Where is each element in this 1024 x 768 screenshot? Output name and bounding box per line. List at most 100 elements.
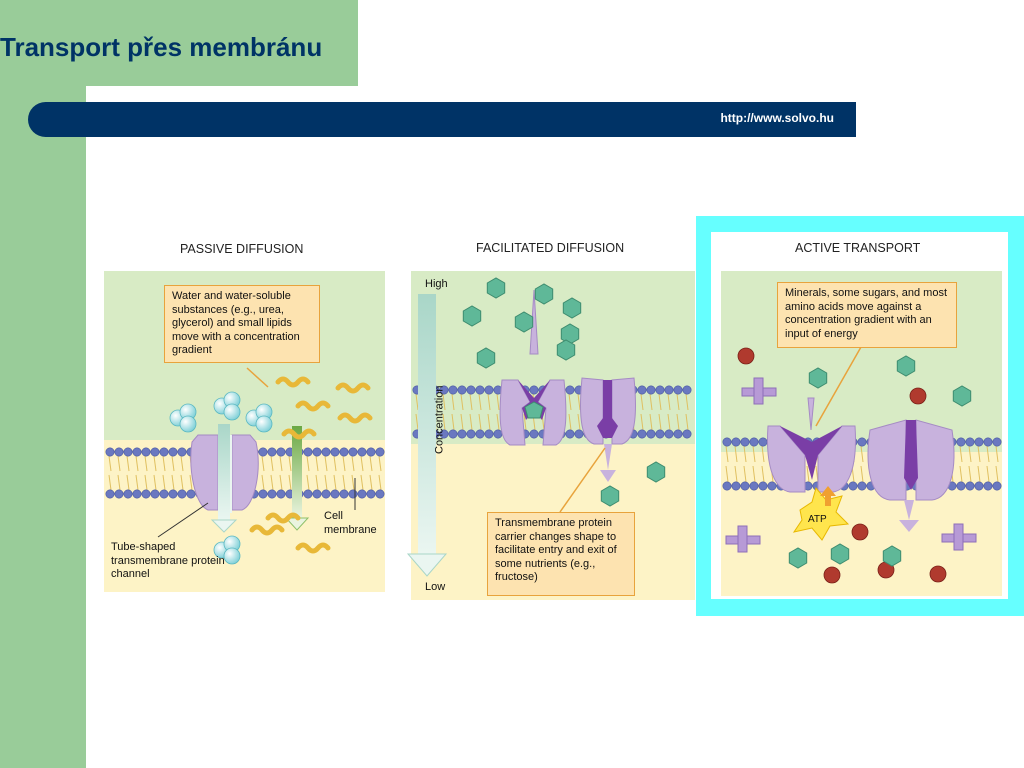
lipid-tail — [469, 413, 473, 431]
phospholipid-head — [484, 385, 494, 395]
nutrient-molecule — [600, 485, 620, 507]
lipid-molecule — [335, 382, 371, 394]
phospholipid-head — [664, 385, 674, 395]
nutrient-molecule — [562, 297, 582, 319]
lipid-tail — [270, 474, 274, 491]
phospholipid-head — [646, 385, 656, 395]
lipid-tail — [360, 455, 364, 472]
title-block: Transport přes membránu — [0, 0, 358, 86]
lipid-tail — [279, 474, 283, 491]
phospholipid-head — [448, 385, 458, 395]
phospholipid-head — [637, 429, 647, 439]
phospholipid-head — [276, 447, 286, 457]
sugar-molecule — [896, 355, 916, 377]
phospholipid-head — [267, 489, 277, 499]
lipid-tail — [108, 474, 112, 491]
lipid-tail — [117, 455, 121, 472]
phospholipid-head — [857, 437, 867, 447]
lipid-pointer — [246, 367, 269, 388]
phospholipid-head — [357, 489, 367, 499]
phospholipid-head — [974, 481, 984, 491]
lipid-tail — [144, 455, 148, 472]
lipid-tail — [135, 455, 139, 472]
lipid-tail — [761, 465, 765, 483]
phospholipid-head — [493, 429, 503, 439]
lipid-molecule — [281, 428, 317, 440]
amino-acid-molecules — [725, 377, 977, 553]
sugar-molecule — [808, 367, 828, 389]
phospholipid-head — [974, 437, 984, 447]
phospholipid-head — [565, 385, 575, 395]
lipid-tail — [995, 445, 999, 463]
lipid-tail — [487, 393, 491, 411]
lipid-tail — [640, 413, 644, 431]
nutrient-molecule — [514, 311, 534, 333]
lipid-tail — [442, 413, 446, 431]
lipid-tail — [995, 465, 999, 483]
phospholipid-head — [664, 429, 674, 439]
phospholipid-head — [258, 489, 268, 499]
lipid-tail — [279, 455, 283, 472]
lipid-tail — [667, 393, 671, 411]
carrier-open-top — [499, 289, 567, 446]
lipid-tail — [162, 455, 166, 472]
low-label: Low — [425, 581, 446, 593]
phospholipid-head — [150, 489, 160, 499]
phospholipid-head — [339, 447, 349, 457]
lipid-tail — [460, 413, 464, 431]
amino-stem — [753, 377, 764, 405]
lipid-tail — [523, 413, 527, 431]
concentration-axis-label: Concentration — [433, 385, 446, 455]
phospholipid-head — [366, 489, 376, 499]
water-molecules — [169, 391, 273, 565]
active-pump-left — [767, 397, 856, 493]
phospholipid-head — [303, 489, 313, 499]
phospholipid-head — [267, 447, 277, 457]
phospholipid-head — [749, 481, 759, 491]
carrier-open-bottom — [580, 377, 636, 482]
mineral-ion — [851, 523, 869, 541]
lipid-tail — [144, 474, 148, 491]
lipid-tail — [135, 474, 139, 491]
lipid-tail — [496, 413, 500, 431]
active-pump-right — [867, 419, 955, 532]
sugar-molecule — [830, 543, 850, 565]
lipid-tail — [685, 413, 689, 431]
lipid-tail — [324, 455, 328, 472]
lipid-tail — [117, 474, 121, 491]
phospholipid-head — [722, 437, 732, 447]
mineral-ion — [737, 347, 755, 365]
lipid-molecule — [265, 512, 301, 524]
lipid-tail — [649, 413, 653, 431]
phospholipid-head — [357, 447, 367, 457]
phospholipid-head — [758, 481, 768, 491]
water-molecule — [213, 391, 241, 421]
header-bar: http://www.solvo.hu — [28, 102, 856, 137]
lipid-tail — [415, 413, 419, 431]
lipid-tail — [577, 393, 581, 411]
lipid-tail — [306, 455, 310, 472]
phospholipid-head — [731, 437, 741, 447]
phospholipid-head — [375, 447, 385, 457]
phospholipid-head — [168, 489, 178, 499]
lipid-tail — [968, 445, 972, 463]
phospholipid-head — [123, 447, 133, 457]
phospholipid-head — [565, 429, 575, 439]
phospholipid-head — [114, 489, 124, 499]
phospholipid-head — [330, 489, 340, 499]
phospholipid-head — [114, 447, 124, 457]
phospholipid-head — [339, 489, 349, 499]
lipid-tail — [333, 455, 337, 472]
lipid-tail — [676, 393, 680, 411]
phospholipid-head — [105, 447, 115, 457]
lipid-tail — [451, 393, 455, 411]
lipid-tail — [977, 445, 981, 463]
lipid-tail — [315, 455, 319, 472]
nutrient-molecule — [534, 283, 554, 305]
facilitated-title: FACILITATED DIFFUSION — [476, 241, 625, 255]
sugar-molecule — [788, 547, 808, 569]
carrier-cargo — [524, 401, 544, 419]
lipid-tail — [725, 445, 729, 463]
phospholipid-head — [646, 429, 656, 439]
lipid-tail — [667, 413, 671, 431]
